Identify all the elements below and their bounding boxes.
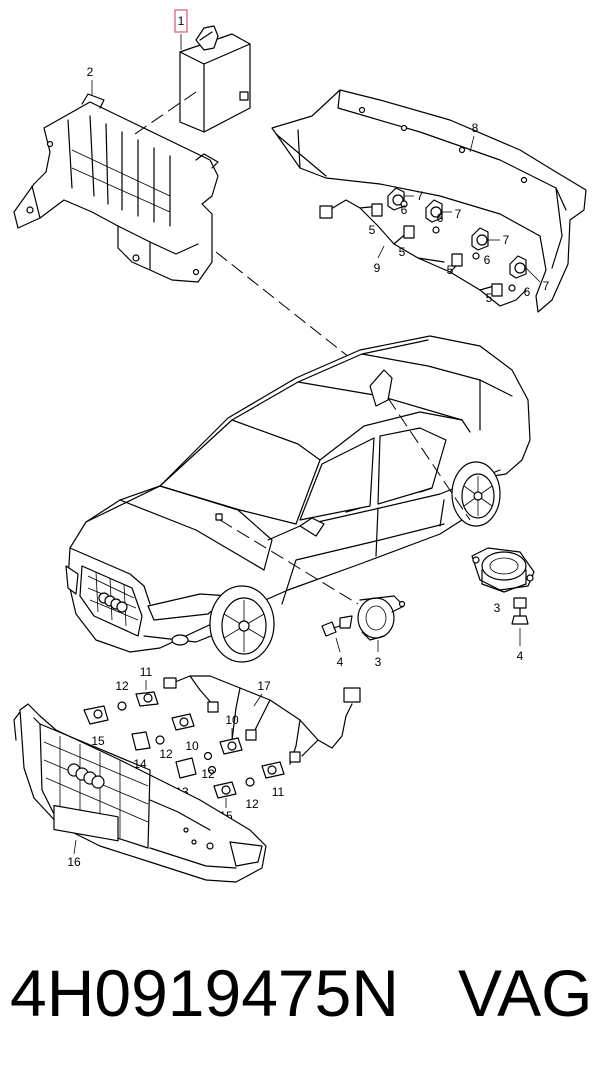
callout-8: 8: [472, 121, 479, 135]
callout-17: 17: [257, 679, 271, 693]
callout-6-b: 6: [437, 211, 444, 225]
callout-6-c: 6: [484, 253, 491, 267]
callout-7-b: 7: [455, 207, 462, 221]
bolt-rear-part-4: [511, 597, 529, 625]
rear-sensor-4: [491, 255, 527, 297]
callout-12-d: 12: [245, 797, 259, 811]
part-1-highlight-box: [174, 9, 188, 33]
callout-5-c: 5: [447, 263, 454, 277]
rear-sensor-1: [371, 187, 408, 217]
callout-2: 2: [87, 65, 94, 79]
front-harness-part-17: [163, 675, 361, 765]
callout-10-b: 10: [225, 713, 239, 727]
buzzer-rear-part-3: [471, 547, 535, 593]
callout-9: 9: [374, 261, 381, 275]
rear-bumper-part-8: [271, 89, 587, 313]
front-sensor-right-outer: [175, 757, 217, 779]
callout-4-b: 4: [517, 649, 524, 663]
front-sensor-center-right: [203, 737, 243, 761]
part-number: 4H0919475N: [10, 956, 399, 1030]
parts-diagram: 1 2 8: [13, 9, 587, 883]
callout-5-b: 5: [399, 245, 406, 259]
front-bumper-part-16: [13, 703, 267, 883]
callout-3-b: 3: [494, 601, 501, 615]
bracket-part-2: [13, 93, 219, 283]
car-illustration: [65, 335, 531, 663]
front-sensor-bottom: [213, 781, 237, 799]
front-sensor-left-inner: [117, 691, 159, 711]
front-sensor-group: [83, 691, 285, 799]
callout-16: 16: [67, 855, 81, 869]
callout-7-c: 7: [503, 233, 510, 247]
callout-6-d: 6: [524, 285, 531, 299]
front-sensor-center-left: [171, 713, 195, 731]
callout-15-a: 15: [91, 734, 105, 748]
callout-11-b: 11: [272, 785, 285, 799]
callout-12-a: 12: [115, 679, 129, 693]
callout-7-d: 7: [543, 279, 550, 293]
callout-11-a: 11: [140, 665, 153, 679]
callout-6-a: 6: [401, 203, 408, 217]
rear-sensor-3: [451, 227, 489, 267]
control-unit-part-1: [179, 25, 251, 133]
callout-12-c: 12: [201, 767, 215, 781]
front-sensor-right-inner: [131, 731, 165, 751]
bolt-front-part-4: [321, 615, 353, 637]
callout-1: 1: [178, 14, 185, 28]
brand-name: VAG: [458, 956, 593, 1030]
rear-sensor-2: [403, 199, 443, 239]
buzzer-front-part-3: [357, 595, 406, 641]
front-sensor-left-outer: [83, 705, 109, 725]
callout-4-a: 4: [337, 655, 344, 669]
callout-5-d: 5: [486, 291, 493, 305]
rear-sensor-group: [371, 187, 527, 297]
callout-12-b: 12: [159, 747, 173, 761]
front-sensor-far-right: [245, 761, 285, 787]
callout-7-a: 7: [417, 189, 424, 203]
callout-3-a: 3: [375, 655, 382, 669]
callout-5-a: 5: [369, 223, 376, 237]
callout-10-a: 10: [185, 739, 199, 753]
